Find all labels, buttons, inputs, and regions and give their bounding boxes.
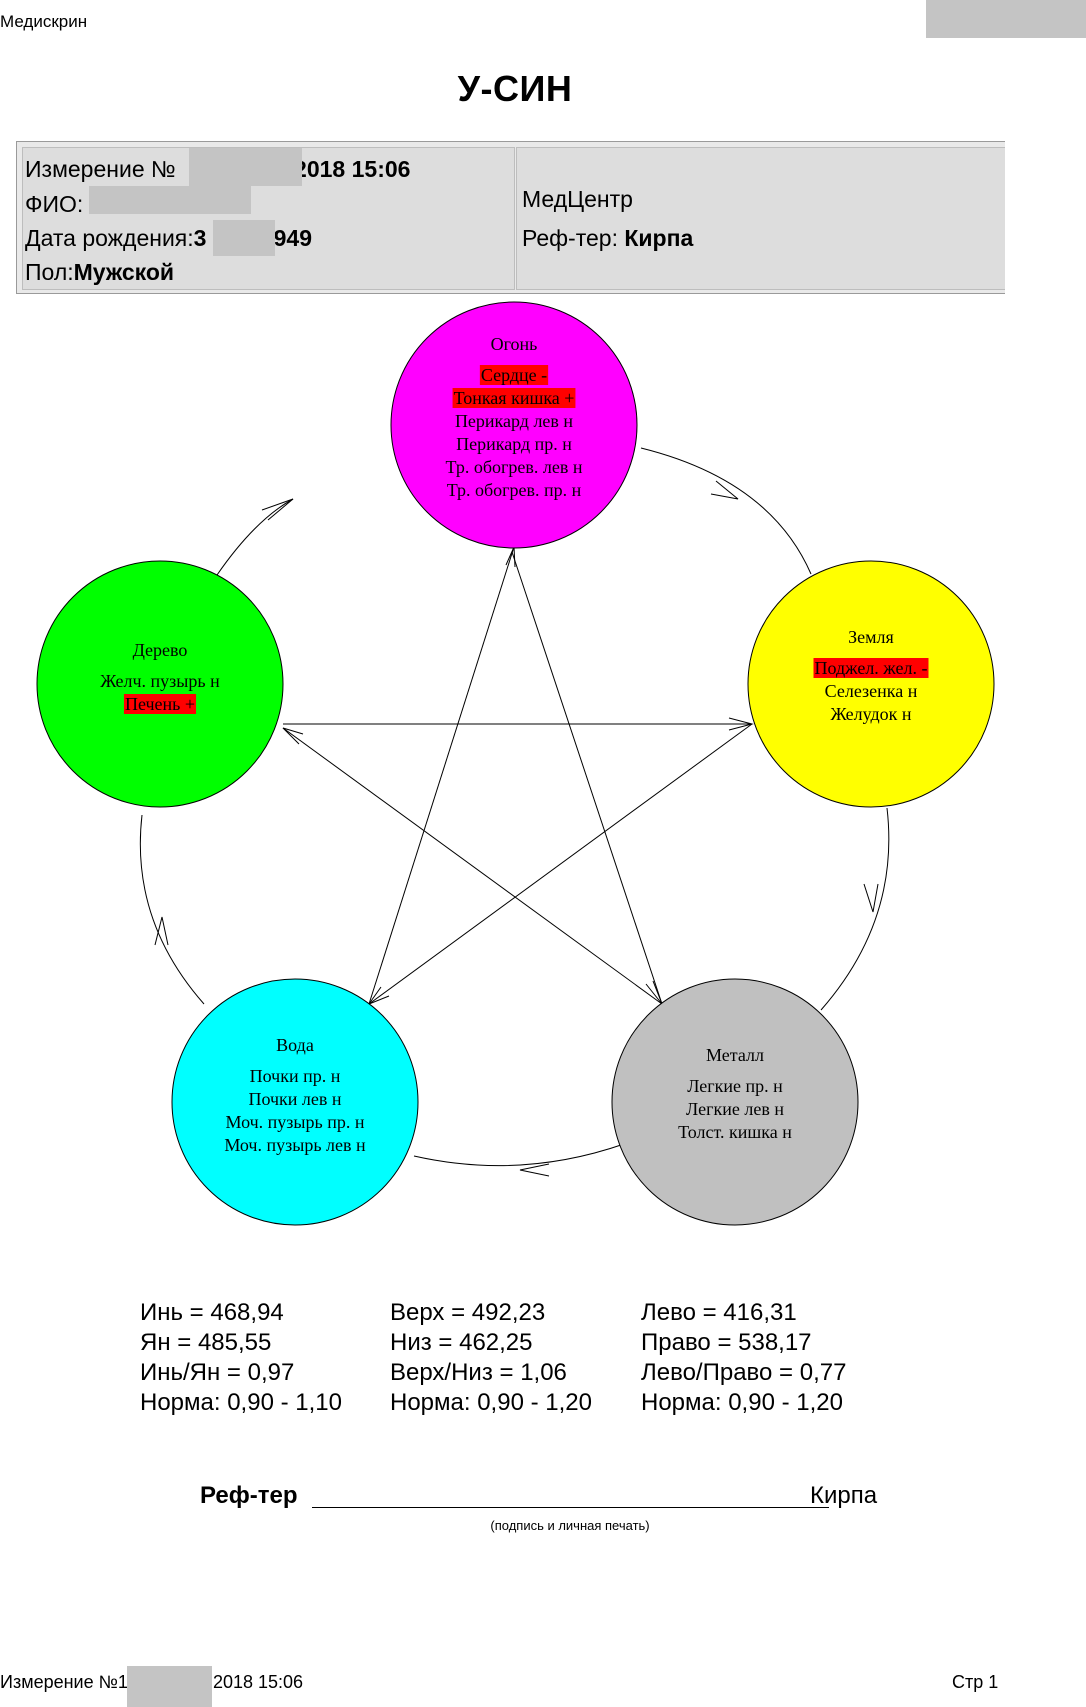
measurement-row: Измерение № .2018 15:06 xyxy=(25,156,410,183)
organ-label: Перикард пр. н xyxy=(456,434,572,454)
organ-label: Тонкая кишка + xyxy=(454,388,575,408)
arc-earth-metal xyxy=(820,807,890,1011)
signature-name: Кирпа xyxy=(810,1482,878,1509)
earth-circle xyxy=(747,560,995,808)
measurement-label: Измерение № xyxy=(25,156,176,182)
stat-line: Лево/Право = 0,77 xyxy=(641,1359,847,1386)
organ-label: Селезенка н xyxy=(825,681,918,701)
birth-label: Дата рождения: xyxy=(25,225,194,251)
measurement-value: .2018 15:06 xyxy=(287,156,411,182)
signature-label: Реф-тер xyxy=(200,1482,298,1509)
signature-line xyxy=(312,1507,829,1508)
organ-label: Тр. обогрев. пр. н xyxy=(447,480,582,500)
organ-highlight xyxy=(123,694,197,714)
organ-label: Желч. пузырь н xyxy=(100,671,220,691)
redacted-block xyxy=(926,0,1086,38)
organ-highlight xyxy=(479,365,549,385)
wood-name: Дерево xyxy=(133,640,188,660)
organ-label: Перикард лев н xyxy=(455,411,573,431)
stat-line: Норма: 0,90 - 1,20 xyxy=(390,1389,592,1416)
control-star xyxy=(282,546,753,1005)
stat-line: Верх/Низ = 1,06 xyxy=(390,1359,567,1386)
center-name: МедЦентр xyxy=(522,186,633,212)
birth-row: Дата рождения:3.1949 xyxy=(25,225,312,252)
organ-label: Легкие пр. н xyxy=(687,1076,783,1096)
referent-label: Реф-тер: xyxy=(522,225,618,251)
stat-line: Право = 538,17 xyxy=(641,1329,812,1356)
organ-label: Толст. кишка н xyxy=(678,1122,792,1142)
fio-row: ФИО: xyxy=(25,191,83,218)
organ-label: Печень + xyxy=(125,694,195,714)
stat-line: Верх = 492,23 xyxy=(390,1299,546,1326)
stat-line: Ян = 485,55 xyxy=(140,1329,272,1356)
footer-measurement-value: .2018 15:06 xyxy=(207,1672,304,1692)
sex-label: Пол: xyxy=(25,259,74,285)
sex-row: Пол:Мужской xyxy=(25,259,174,286)
stats-top-bottom: Верх = 492,23 Низ = 462,25 Верх/Низ = 1,… xyxy=(390,1298,592,1418)
organ-label: Тр. обогрев. лев н xyxy=(446,457,583,477)
water-circle xyxy=(171,978,419,1226)
fio-label: ФИО: xyxy=(25,191,84,217)
patient-info-cell: Измерение № .2018 15:06 ФИО: Дата рождени… xyxy=(22,147,515,290)
organ-label: Почки лев н xyxy=(248,1089,341,1109)
arc-wood-fire xyxy=(216,498,294,576)
sex-value: Мужской xyxy=(73,259,175,285)
referent-row: Реф-тер: Кирпа xyxy=(522,225,693,252)
referent-value: Кирпа xyxy=(624,225,694,251)
wood-circle xyxy=(36,560,284,808)
fire-circle xyxy=(390,301,638,549)
organ-label: Сердце - xyxy=(481,365,547,385)
organ-label: Почки пр. н xyxy=(250,1066,341,1086)
star-fire-metal xyxy=(511,551,663,1005)
stat-line: Норма: 0,90 - 1,10 xyxy=(140,1389,342,1416)
element-circles xyxy=(36,301,995,1226)
footer-measurement-label: Измерение №1 xyxy=(0,1672,128,1692)
signature-hint: (подпись и личная печать) xyxy=(490,1518,650,1533)
stat-line: Норма: 0,90 - 1,20 xyxy=(641,1389,843,1416)
redacted-birth-date xyxy=(213,220,275,256)
organ-label: Поджел. жел. - xyxy=(815,658,928,678)
organ-label: Моч. пузырь лев н xyxy=(224,1135,366,1155)
redacted-measurement-number xyxy=(189,148,302,186)
star-water-fire xyxy=(368,546,515,1005)
center-info-cell: МедЦентр Реф-тер: Кирпа xyxy=(516,147,1005,290)
organ-highlight xyxy=(452,388,576,408)
organ-label: Моч. пузырь пр. н xyxy=(226,1112,365,1132)
arc-metal-water xyxy=(413,1143,625,1167)
metal-name: Металл xyxy=(706,1045,764,1065)
organ-highlight xyxy=(813,658,929,678)
stat-line: Лево = 416,31 xyxy=(641,1299,797,1326)
organ-label: Легкие лев н xyxy=(686,1099,784,1119)
metal-circle xyxy=(611,978,859,1226)
stats-left-right: Лево = 416,31 Право = 538,17 Лево/Право … xyxy=(641,1298,846,1418)
generation-cycle xyxy=(139,447,890,1167)
arc-fire-earth xyxy=(640,447,812,575)
birth-value-start: 3 xyxy=(193,225,207,251)
redacted-footer-number xyxy=(127,1666,212,1707)
earth-name: Земля xyxy=(848,627,894,647)
stat-line: Низ = 462,25 xyxy=(390,1329,533,1356)
page-title: У-СИН xyxy=(457,68,573,109)
app-name: Медискрин xyxy=(0,12,88,31)
star-earth-water xyxy=(368,723,753,1005)
redacted-fio xyxy=(89,186,251,214)
page-number: Стр 1 xyxy=(952,1672,999,1692)
arc-water-wood xyxy=(139,814,205,1005)
organ-label: Желудок н xyxy=(830,704,911,724)
fire-name: Огонь xyxy=(491,334,538,354)
water-name: Вода xyxy=(276,1035,314,1055)
stat-line: Инь/Ян = 0,97 xyxy=(140,1359,295,1386)
star-metal-wood xyxy=(282,727,663,1005)
stats-yin-yang: Инь = 468,94 Ян = 485,55 Инь/Ян = 0,97 Н… xyxy=(140,1298,342,1418)
footer-measurement: Измерение №1 .2018 15:06 xyxy=(0,1672,303,1693)
stat-line: Инь = 468,94 xyxy=(140,1299,284,1326)
